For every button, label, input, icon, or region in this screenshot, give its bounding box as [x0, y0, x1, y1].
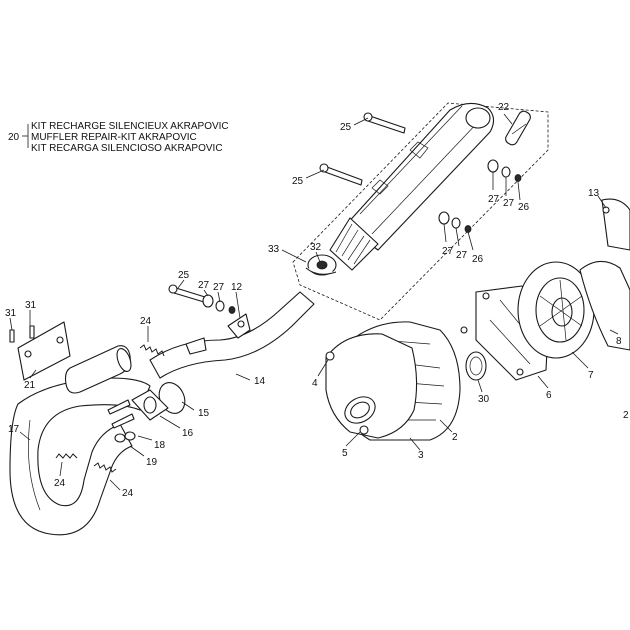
callout-27-c: 27 [442, 246, 454, 257]
callout-2: 2 [452, 432, 458, 443]
callout-2-edge: 2 [623, 410, 629, 421]
callout-8: 8 [616, 336, 622, 347]
callout-14: 14 [254, 376, 266, 387]
callout-24-bottom: 24 [122, 488, 134, 499]
springs-24 [55, 344, 165, 473]
callout-27-f: 27 [213, 282, 225, 293]
screw-13 [602, 206, 610, 214]
callout-27-b: 27 [503, 198, 515, 209]
callout-22: 22 [498, 102, 510, 113]
pipe-segment-upper [64, 345, 132, 394]
callout-27-a: 27 [488, 194, 500, 205]
callout-31-a: 31 [25, 300, 37, 311]
mid-pipe-14 [149, 291, 315, 379]
callout-16: 16 [182, 428, 194, 439]
callout-17: 17 [8, 424, 20, 435]
callout-25-lower: 25 [178, 270, 190, 281]
gasket-30 [465, 351, 487, 381]
clamp-5 [359, 425, 369, 435]
kit-line-en: MUFFLER REPAIR-KIT AKRAPOVIC [31, 132, 197, 143]
callout-26-b: 26 [472, 254, 484, 265]
callout-26-a: 26 [518, 202, 530, 213]
leader-lines [9, 113, 619, 491]
callout-18: 18 [154, 440, 166, 451]
silencer-cover-3 [325, 333, 418, 439]
callout-33: 33 [268, 244, 280, 255]
callout-7: 7 [588, 370, 594, 381]
callout-24-left: 24 [54, 478, 66, 489]
studs-18-19 [107, 399, 136, 443]
callout-13: 13 [588, 188, 600, 199]
callout-21: 21 [24, 380, 36, 391]
header-pipe-17 [9, 377, 151, 536]
callout-15: 15 [198, 408, 210, 419]
heat-shield-21 [17, 321, 71, 381]
callout-30: 30 [478, 394, 490, 405]
screws-31 [9, 325, 35, 343]
kit-line-es: KIT RECARGA SILENCIOSO AKRAPOVIC [31, 143, 223, 154]
kit-legend: 20 KIT RECHARGE SILENCIEUX AKRAPOVIC MUF… [8, 121, 229, 154]
kit-line-fr: KIT RECHARGE SILENCIEUX AKRAPOVIC [31, 121, 229, 132]
kit-dashed-outline [292, 102, 549, 321]
part-22-sleeve [505, 110, 531, 146]
callout-32: 32 [310, 242, 322, 253]
bolts-25 [168, 112, 406, 303]
callout-25-middle: 25 [292, 176, 304, 187]
callout-25-upper: 25 [340, 122, 352, 133]
fan-cover-7 [517, 261, 595, 359]
kit-number: 20 [8, 132, 20, 143]
washers-upper [202, 159, 522, 314]
callout-numbers: 25 22 25 27 27 26 27 27 26 33 32 13 25 2… [5, 102, 629, 499]
bolt-4 [325, 351, 335, 361]
callout-5: 5 [342, 448, 348, 459]
muffler [344, 102, 495, 251]
callout-19: 19 [146, 457, 158, 468]
callout-6: 6 [546, 390, 552, 401]
callout-27-d: 27 [456, 250, 468, 261]
muffler-end-cap [305, 217, 379, 276]
flange-gasket-15-16 [131, 382, 186, 421]
callout-31-b: 31 [5, 308, 17, 319]
callout-27-e: 27 [198, 280, 210, 291]
callout-4: 4 [312, 378, 318, 389]
callout-3: 3 [418, 450, 424, 461]
callout-12: 12 [231, 282, 243, 293]
callout-24-upper: 24 [140, 316, 152, 327]
